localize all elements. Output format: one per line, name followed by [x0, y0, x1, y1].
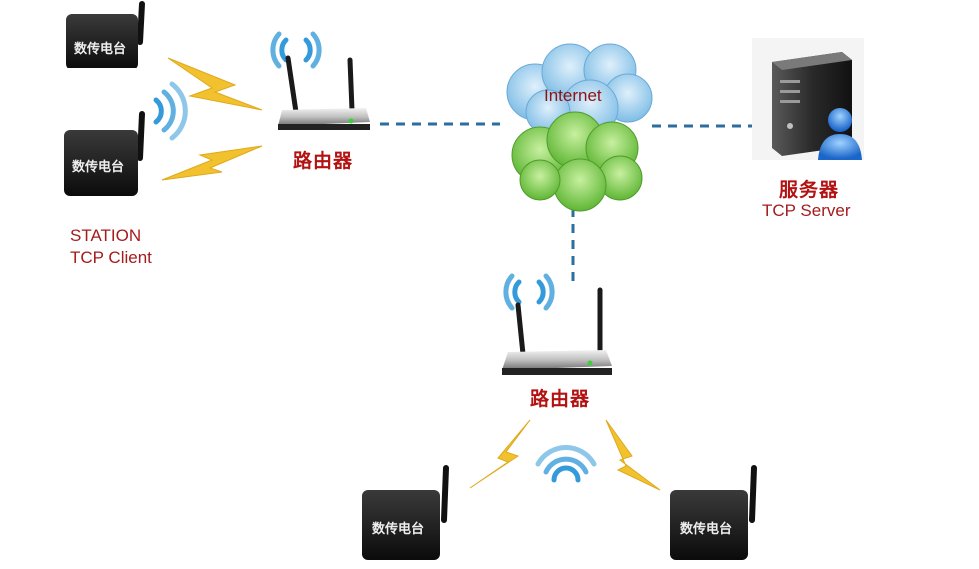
radio-device-1: 数传电台 [60, 1, 150, 82]
server-role-label: TCP Server [762, 201, 851, 220]
router-1-label: 路由器 [293, 151, 354, 172]
radio-device-icon [66, 1, 145, 68]
radio-device-icon [670, 465, 757, 560]
radio-device-label: 数传电台 [72, 160, 125, 175]
radio-device-3: 数传电台 [356, 464, 456, 564]
wifi-icon-bottom [535, 445, 597, 483]
radio-device-label: 数传电台 [680, 522, 733, 537]
internet-label: Internet [544, 86, 602, 105]
router-1 [278, 55, 370, 130]
wifi-signals [153, 31, 597, 483]
radio-device-4: 数传电台 [664, 464, 764, 564]
wifi-icon-router1 [270, 31, 322, 69]
radio-device-2: 数传电台 [60, 108, 150, 196]
signal-bolts [161, 57, 661, 491]
bolt-bottom-right [605, 419, 661, 491]
wifi-icon-device2 [153, 81, 188, 141]
bolt-upper-left [167, 57, 263, 111]
internet-cloud [506, 43, 653, 212]
server-label: 服务器 [779, 180, 840, 201]
bolt-bottom-left [469, 419, 531, 489]
radio-device-icon [64, 111, 145, 196]
links [380, 122, 760, 282]
radio-device-label: 数传电台 [74, 42, 127, 57]
server-icon [752, 38, 864, 160]
station-role-label: TCP Client [70, 248, 152, 267]
radio-device-icon [362, 465, 449, 560]
radio-device-label: 数传电台 [372, 522, 425, 537]
station-label: STATION [70, 226, 142, 245]
bolt-lower-left [161, 145, 263, 181]
green-cloud [511, 111, 643, 212]
router-2 [502, 287, 612, 375]
user-icon [818, 108, 862, 160]
wifi-icon-router2 [503, 273, 555, 311]
router-2-label: 路由器 [530, 389, 591, 410]
